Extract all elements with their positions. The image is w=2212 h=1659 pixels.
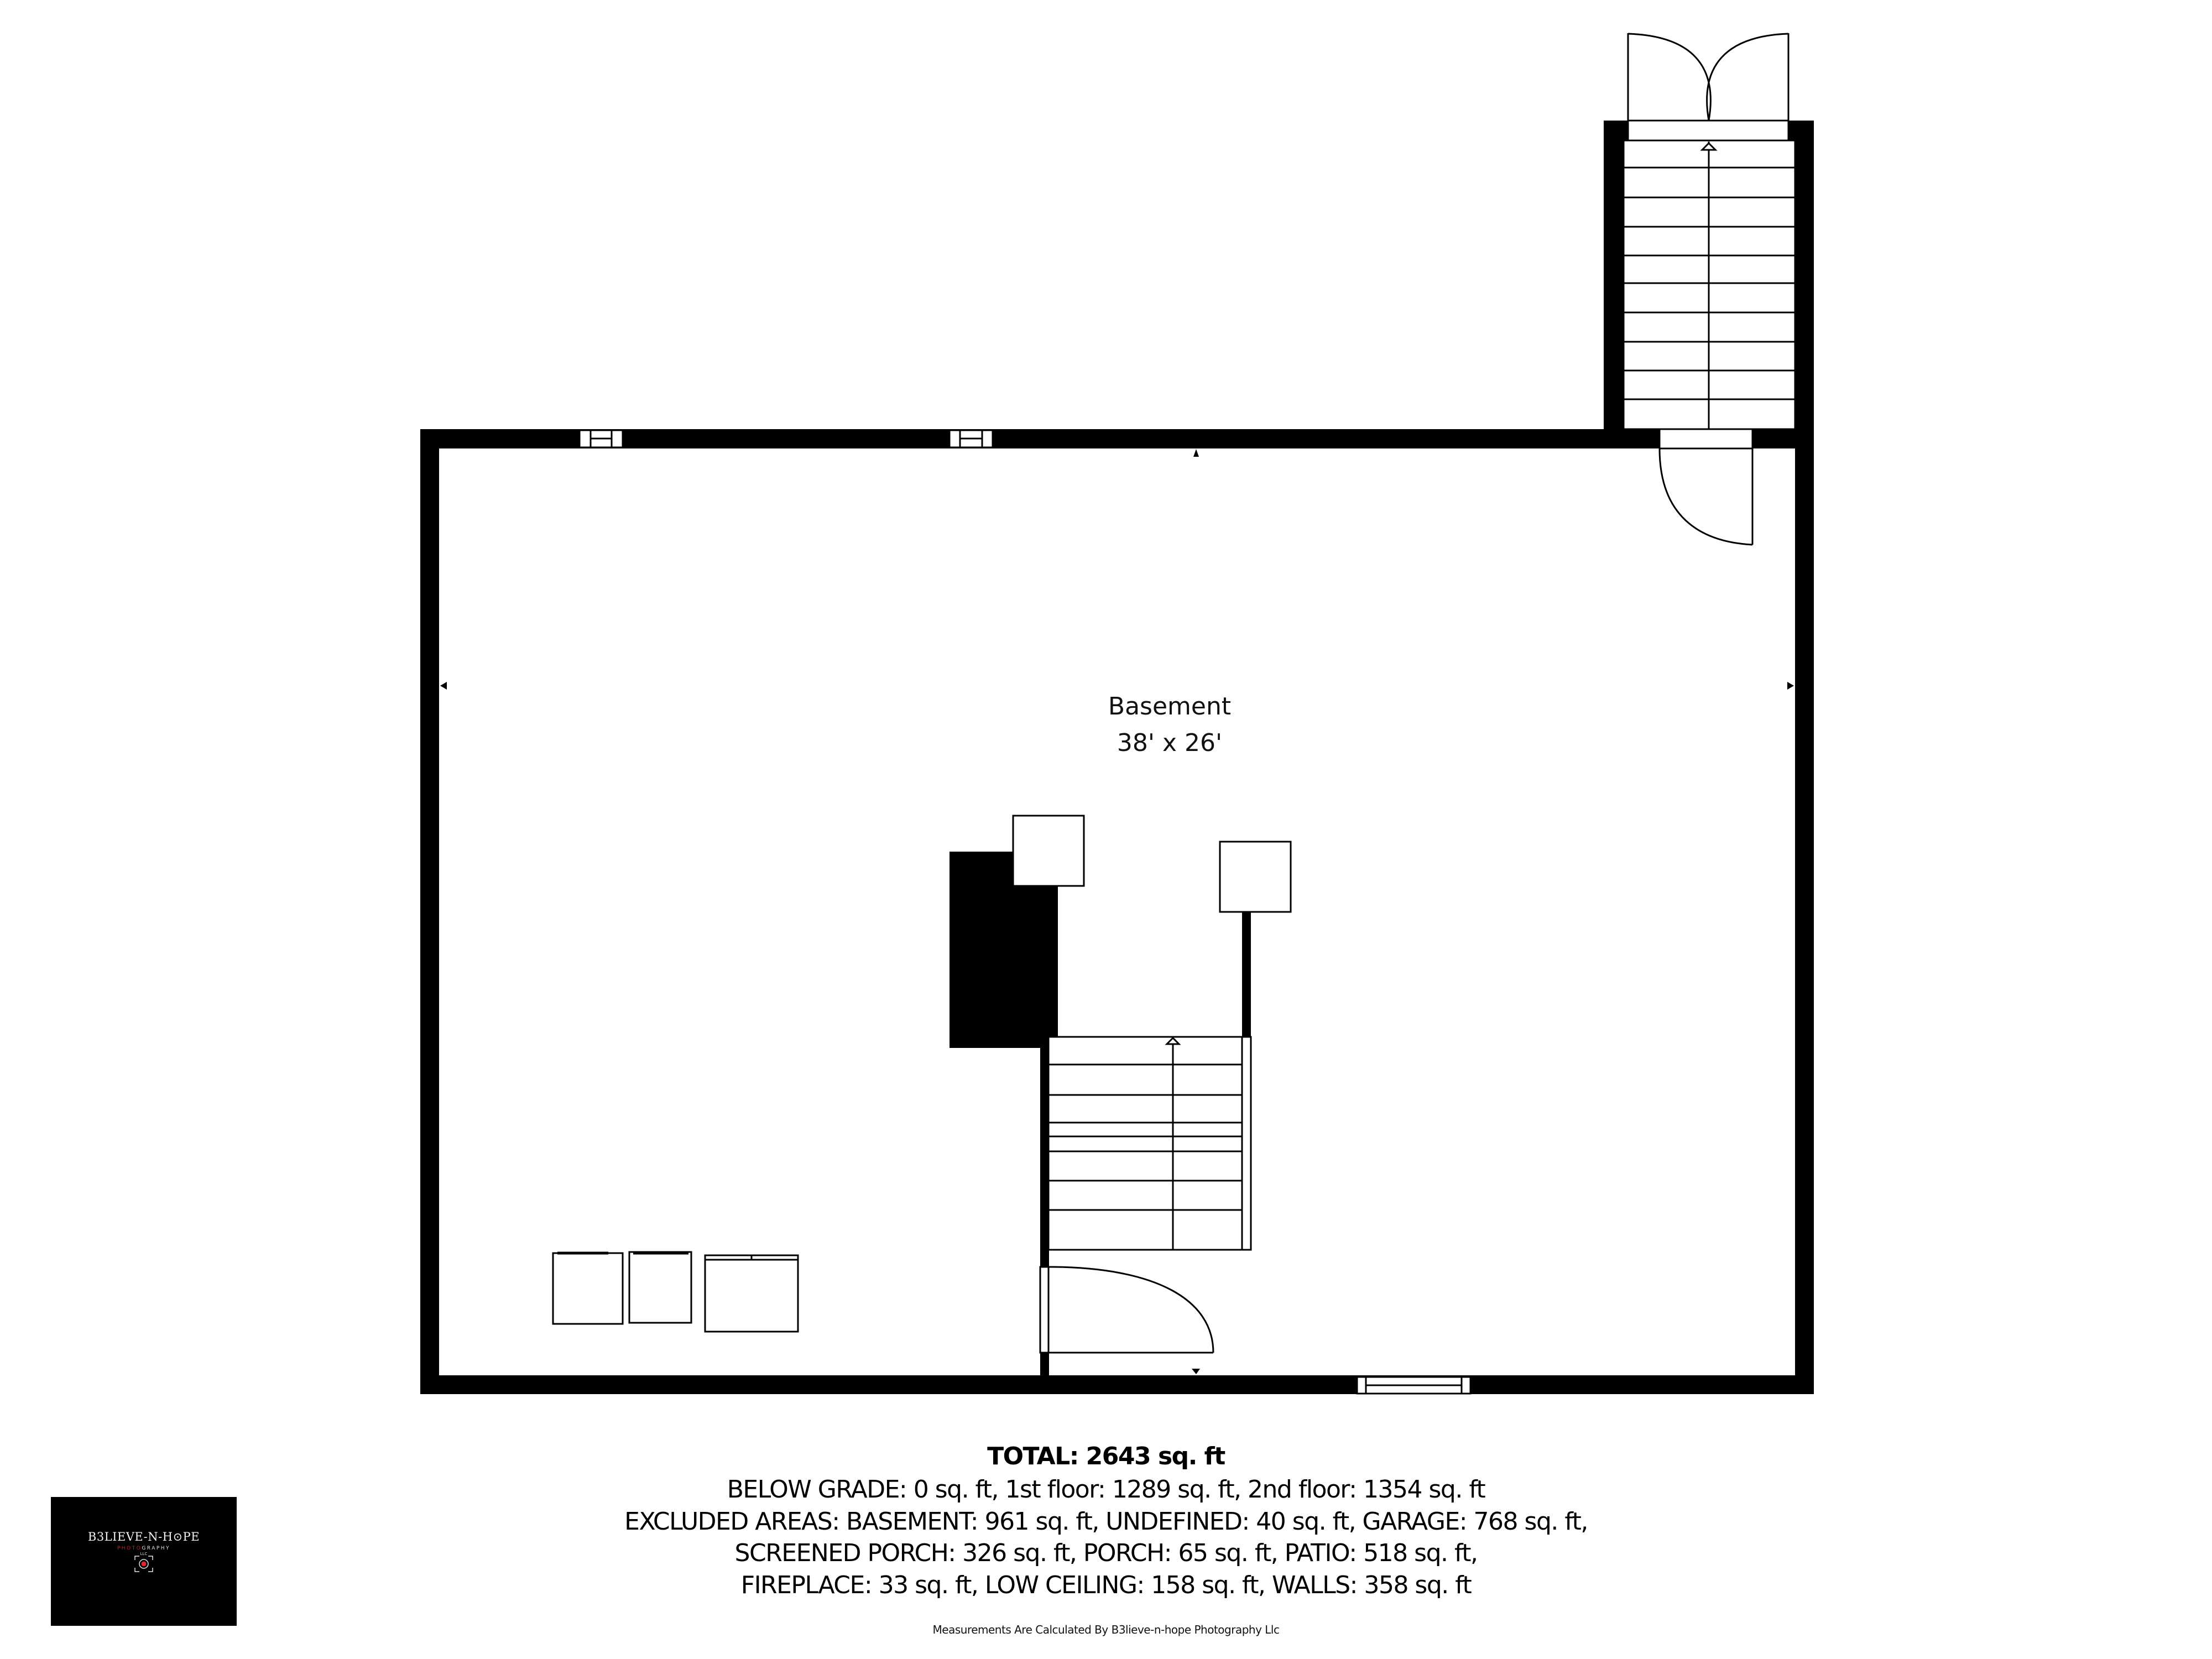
appliance-1 (552, 1251, 624, 1325)
logo-subtitle: PHOTOGRAPHY (51, 1546, 237, 1551)
summary-line-1: BELOW GRADE: 0 sq. ft, 1st floor: 1289 s… (727, 1475, 1486, 1504)
appliance-3 (704, 1254, 799, 1333)
swing-door-stair-annex (1658, 428, 1754, 546)
logo-llc: LLC (140, 1552, 148, 1556)
room-dimensions-label: 38' x 26' (1117, 729, 1223, 757)
window-top-center (948, 429, 994, 448)
logo-subtitle-red: PHOTO (117, 1546, 142, 1551)
interior-stair (1047, 1036, 1252, 1251)
exterior-walls (420, 121, 1814, 1394)
window-bottom (1356, 1376, 1472, 1395)
measurement-credit: Measurements Are Calculated By B3lieve-n… (932, 1623, 1280, 1636)
swing-door-under-stairs (1039, 1266, 1214, 1354)
logo-brand-text: B3LIEVE-N-H⊙PE (87, 1530, 200, 1543)
room-name-label: Basement (1108, 692, 1232, 721)
exterior-stair-annex (1623, 139, 1796, 430)
double-door-exterior (1627, 33, 1790, 142)
wall-markers (440, 449, 1794, 1374)
total-area: TOTAL: 2643 sq. ft (987, 1442, 1225, 1470)
summary-line-3: SCREENED PORCH: 326 sq. ft, PORCH: 65 sq… (734, 1539, 1478, 1567)
stair-up-arrow-icon (1700, 142, 1718, 151)
square-column-2 (1219, 841, 1292, 913)
logo-subtitle-white: GRAPHY (142, 1546, 171, 1551)
summary-line-2: EXCLUDED AREAS: BASEMENT: 961 sq. ft, UN… (624, 1507, 1588, 1536)
window-top-left (578, 429, 624, 448)
square-column-1 (1012, 815, 1085, 887)
company-logo: B3LIEVE-N-H⊙PE PHOTOGRAPHY LLC (51, 1497, 237, 1626)
chimney-block-lower (950, 912, 1049, 1048)
summary-line-4: FIREPLACE: 33 sq. ft, LOW CEILING: 158 s… (740, 1571, 1472, 1599)
appliance-2 (628, 1251, 692, 1324)
camera-focus-icon (134, 1556, 153, 1572)
stair-up-arrow-icon (1165, 1036, 1181, 1045)
